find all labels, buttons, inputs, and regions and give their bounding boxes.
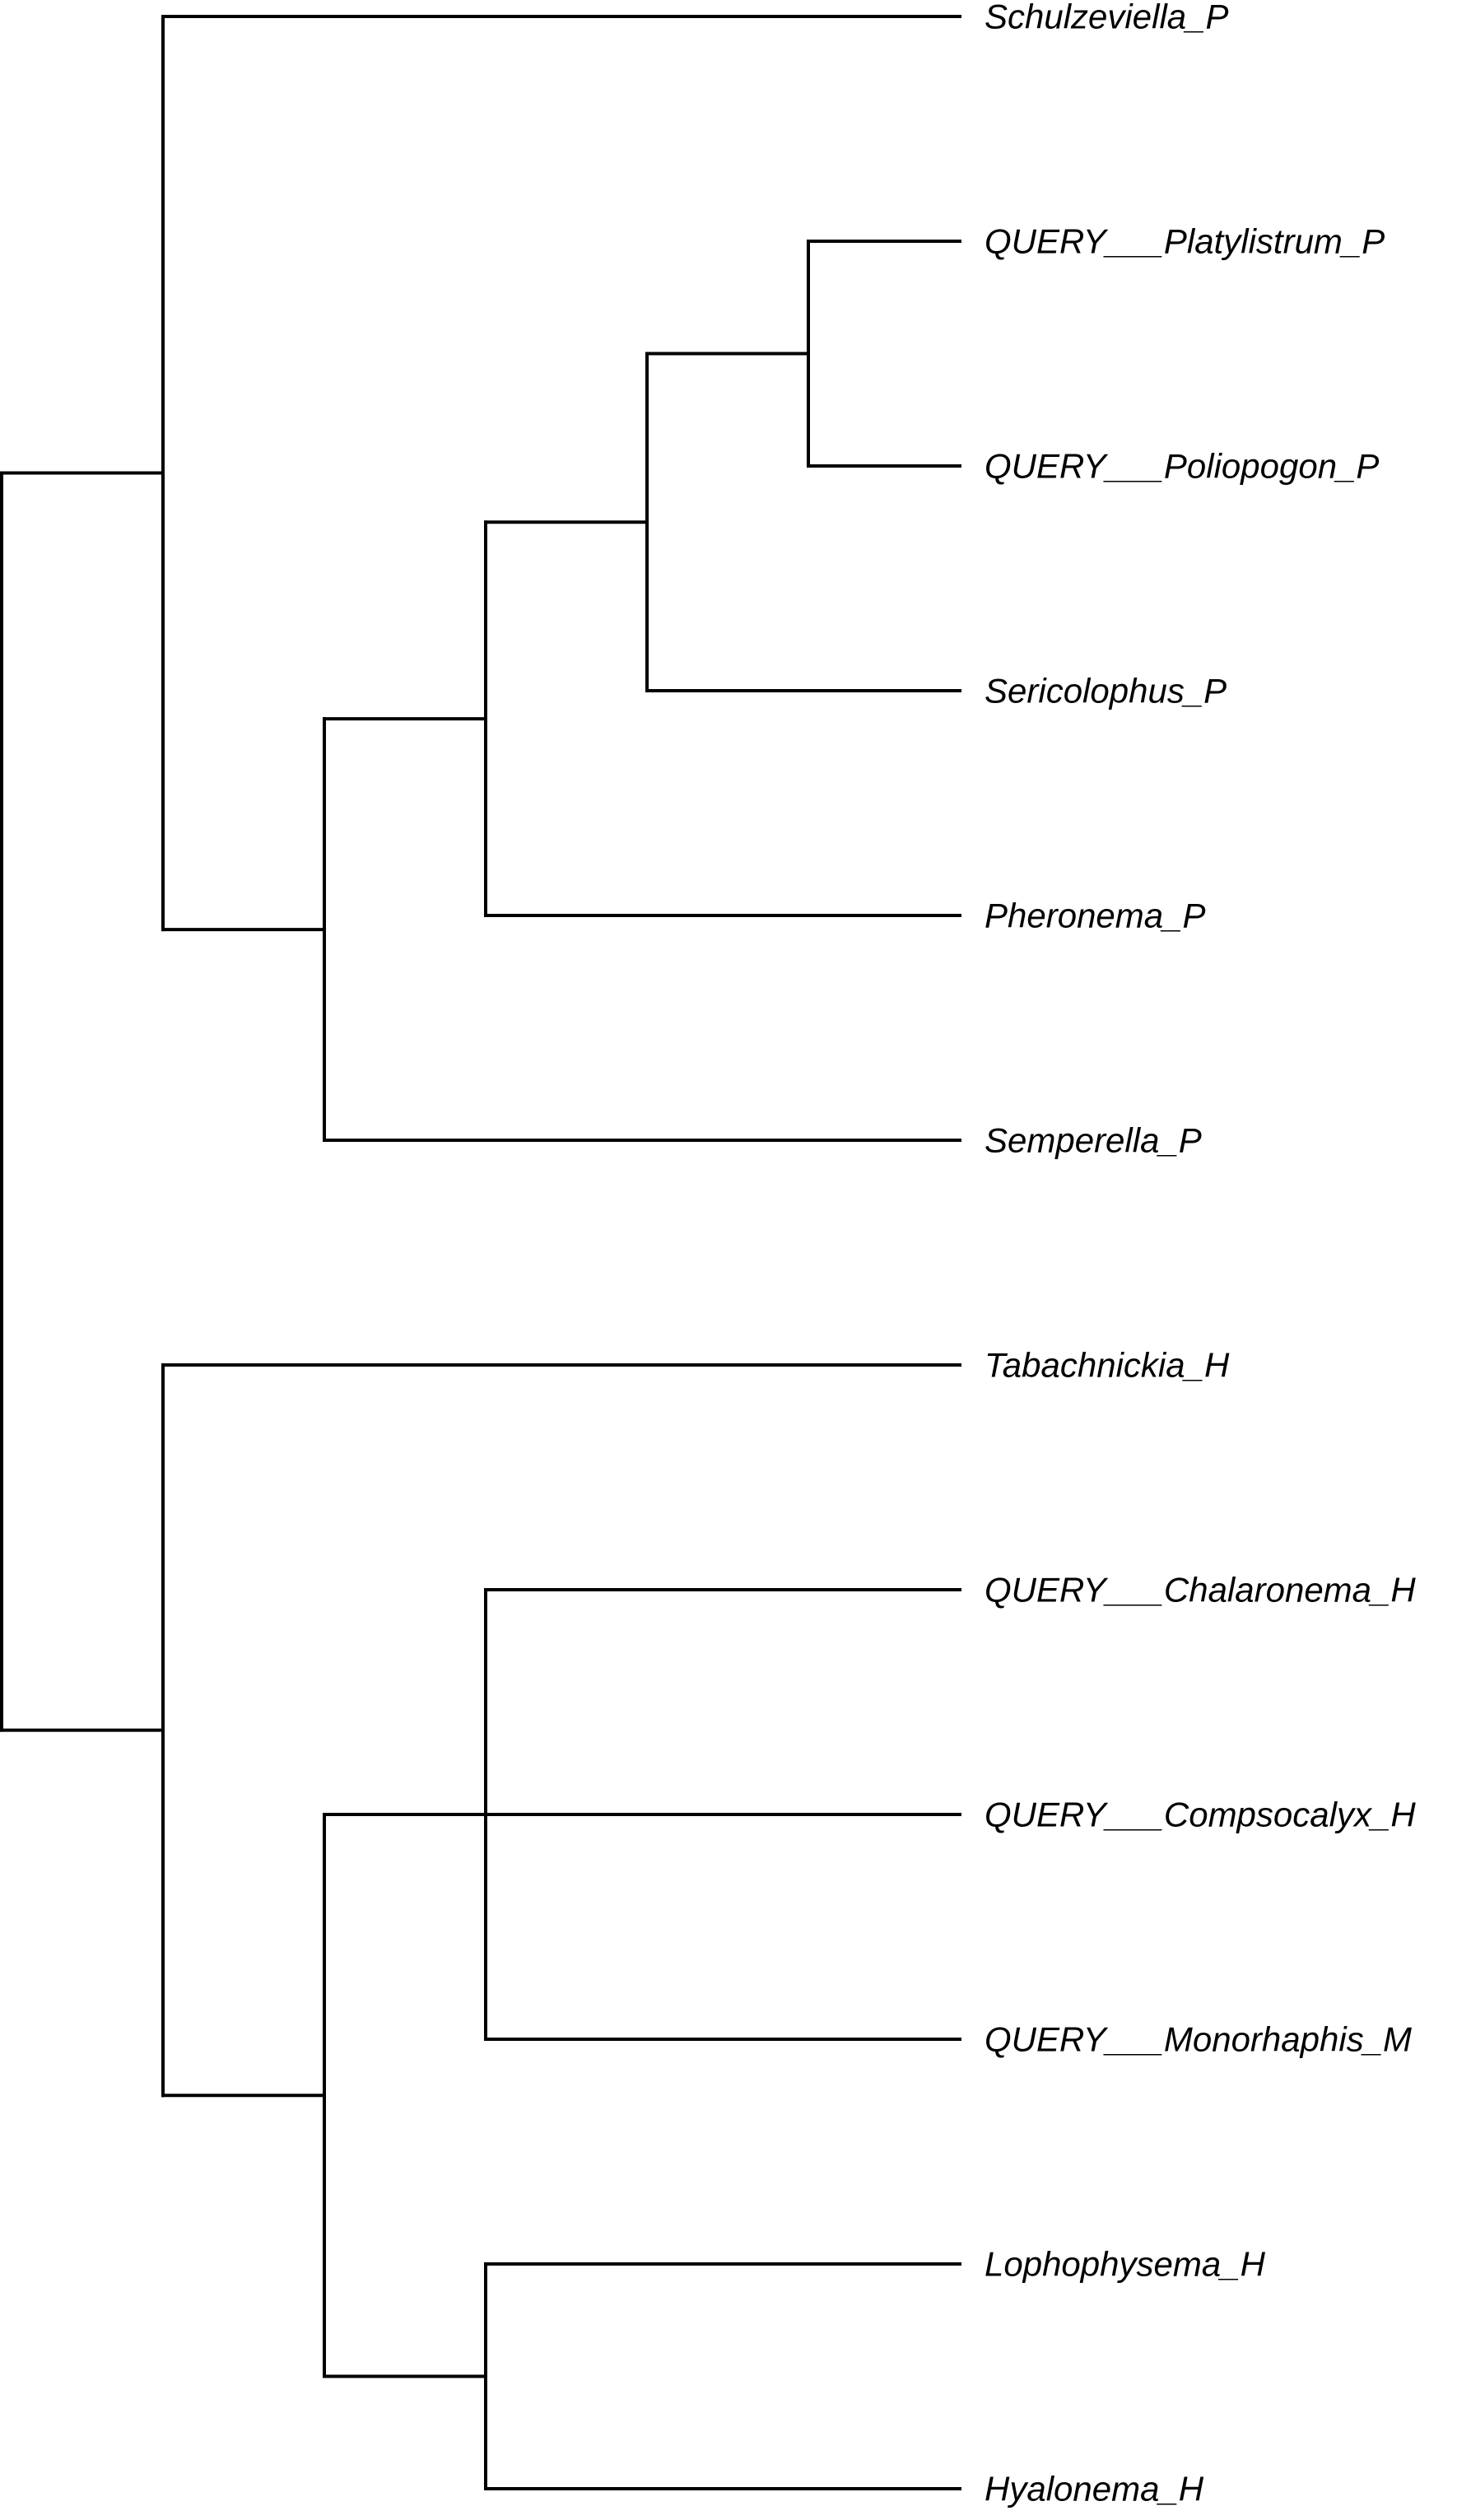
- tip-label-hyalonema: Hyalonema_H: [985, 2470, 1204, 2508]
- tip-label-chalaronema: QUERY___Chalaronema_H: [985, 1571, 1416, 1609]
- tree-branches: [0, 15, 961, 2490]
- tip-label-monorhaphis: QUERY___Monorhaphis_M: [985, 2020, 1412, 2059]
- tip-label-schulzeviella: Schulzeviella_P: [985, 0, 1229, 36]
- tip-labels: Schulzeviella_P QUERY___Platylistrum_P QUE…: [985, 0, 1416, 2508]
- tip-label-semperella: Semperella_P: [985, 1121, 1202, 1160]
- tip-label-tabachnickia: Tabachnickia_H: [985, 1346, 1230, 1385]
- tip-label-poliopogon: QUERY___Poliopogon_P: [985, 447, 1379, 486]
- tip-label-platylistrum: QUERY___Platylistrum_P: [985, 222, 1385, 261]
- tip-label-sericolophus: Sericolophus_P: [985, 672, 1227, 710]
- tip-label-lophophysema: Lophophysema_H: [985, 2245, 1266, 2284]
- tip-label-pheronema: Pheronema_P: [985, 897, 1206, 935]
- tip-label-compsocalyx: QUERY___Compsocalyx_H: [985, 1796, 1416, 1834]
